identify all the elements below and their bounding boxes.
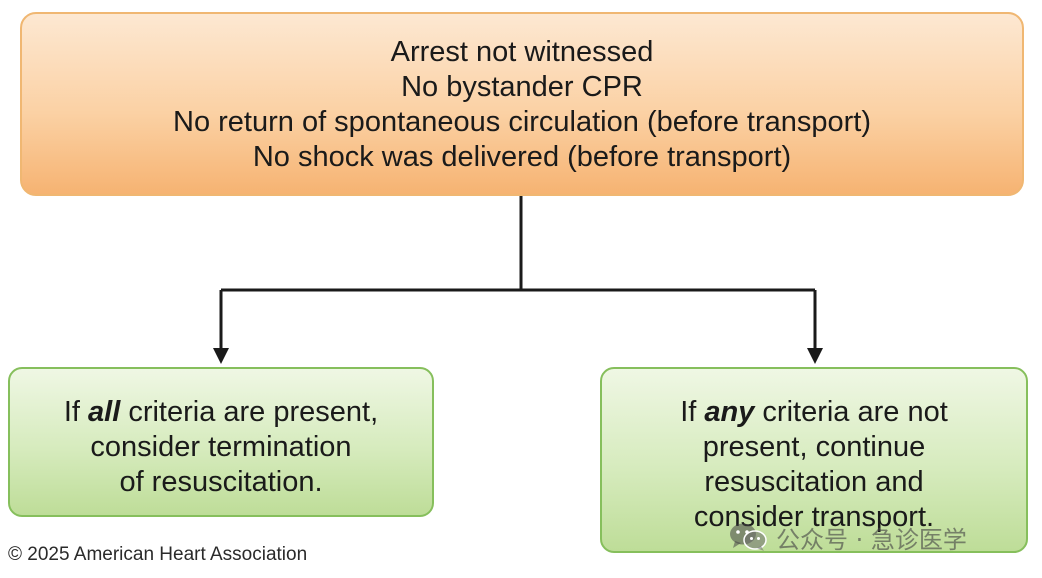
terminate-outcome-box: If all criteria are present, consider te…: [8, 367, 434, 517]
copyright-notice: © 2025 American Heart Association: [8, 544, 308, 565]
outcome-line: resuscitation and: [704, 466, 924, 498]
outcome-text: If: [63, 396, 89, 428]
criteria-line: No return of spontaneous circulation (be…: [173, 106, 871, 138]
outcome-line: consider termination: [90, 431, 352, 463]
criteria-line: No bystander CPR: [401, 71, 643, 103]
continue-outcome-box: If any criteria are not present, continu…: [600, 367, 1028, 553]
arrowhead-left-icon: [213, 348, 229, 364]
criteria-box: Arrest not witnessed No bystander CPR No…: [20, 12, 1024, 196]
emphasis-all: all: [88, 396, 121, 428]
criteria-line: No shock was delivered (before transport…: [252, 141, 792, 173]
branch-lines: [219, 196, 817, 352]
outcome-text: criteria are present,: [120, 396, 379, 428]
outcome-text: If: [680, 396, 705, 428]
outcome-line: of resuscitation.: [119, 466, 323, 498]
arrowhead-right-icon: [807, 348, 823, 364]
criteria-line: Arrest not witnessed: [390, 36, 654, 68]
watermark: 公众号 · 急诊医学: [728, 520, 967, 554]
emphasis-any: any: [704, 396, 755, 428]
watermark-text: 公众号 · 急诊医学: [776, 525, 967, 554]
outcome-text: criteria are not: [754, 396, 948, 428]
outcome-line: present, continue: [702, 431, 926, 463]
outcome-line: If all criteria are present,: [64, 395, 378, 430]
outcome-line: If any criteria are not: [680, 395, 948, 430]
wechat-icon: [730, 523, 767, 551]
